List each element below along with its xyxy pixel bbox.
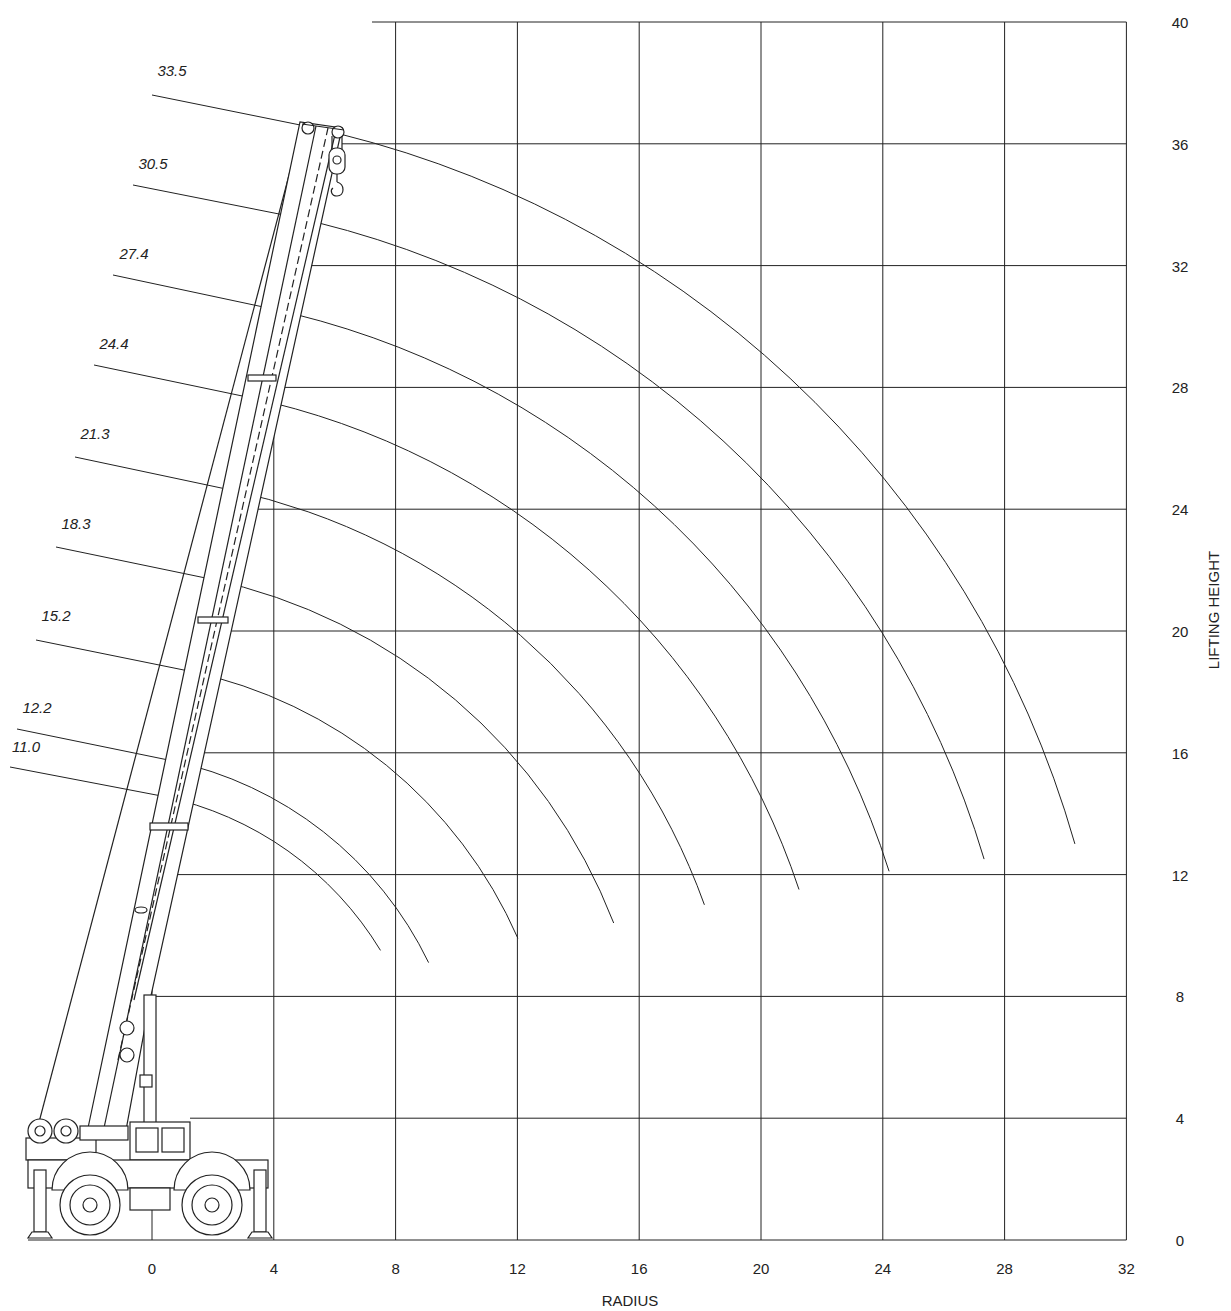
grid-line: [395, 22, 396, 1240]
grid-line: [210, 631, 1126, 632]
y-axis-tick: 4: [1176, 1111, 1184, 1126]
grid-line: [278, 387, 1126, 388]
grid-line: [1004, 22, 1005, 1240]
y-axis-tick: 20: [1172, 624, 1189, 639]
grid-line: [372, 22, 1126, 23]
boom-length-label: 15.2: [41, 608, 70, 623]
boom-arc: [56, 547, 614, 923]
x-axis-tick: 20: [753, 1261, 770, 1276]
boom-length-label: 30.5: [138, 156, 167, 171]
boom-length-label: 33.5: [157, 63, 186, 78]
y-axis-tick: 32: [1172, 258, 1189, 273]
grid-line: [190, 1118, 1126, 1119]
boom-arc: [17, 729, 429, 963]
boom-length-label: 11.0: [12, 739, 40, 754]
axis-title: RADIUS: [602, 1293, 659, 1308]
x-axis-tick: 24: [874, 1261, 891, 1276]
x-axis-tick: 0: [148, 1261, 156, 1276]
boom-length-label: 24.4: [99, 336, 128, 351]
grid: [28, 22, 1126, 1240]
axis-title: LIFTING HEIGHT: [1206, 551, 1221, 669]
y-axis-tick: 0: [1176, 1233, 1184, 1248]
x-axis-tick: 16: [631, 1261, 648, 1276]
crane-illustration: [26, 122, 345, 1238]
y-axis-tick: 24: [1172, 502, 1189, 517]
boom-arc: [133, 185, 984, 859]
y-axis-tick: 8: [1176, 989, 1184, 1004]
x-axis-tick: 8: [391, 1261, 399, 1276]
y-axis-tick: 40: [1172, 15, 1189, 30]
y-axis-tick: 28: [1172, 380, 1189, 395]
y-axis-tick: 36: [1172, 136, 1189, 151]
grid-line: [28, 1240, 1126, 1241]
x-axis-tick: 12: [509, 1261, 526, 1276]
grid-line: [178, 752, 1126, 753]
grid-line: [292, 265, 1126, 266]
grid-line: [342, 143, 1126, 144]
grid-line: [882, 22, 883, 1240]
grid-line: [639, 22, 640, 1240]
grid-line: [517, 22, 518, 1240]
boom-length-label: 18.3: [61, 516, 90, 531]
boom-length-label: 27.4: [119, 246, 148, 261]
y-axis-tick: 12: [1172, 867, 1189, 882]
boom-arc: [36, 640, 518, 938]
grid-line: [1126, 22, 1127, 1240]
x-axis-tick: 28: [996, 1261, 1013, 1276]
boom-length-label: 21.3: [80, 426, 109, 441]
grid-line: [230, 509, 1126, 510]
boom-length-label: 12.2: [22, 700, 51, 715]
x-axis-tick: 32: [1118, 1261, 1135, 1276]
x-axis-tick: 4: [270, 1261, 278, 1276]
y-axis-tick: 16: [1172, 745, 1189, 760]
grid-line: [761, 22, 762, 1240]
